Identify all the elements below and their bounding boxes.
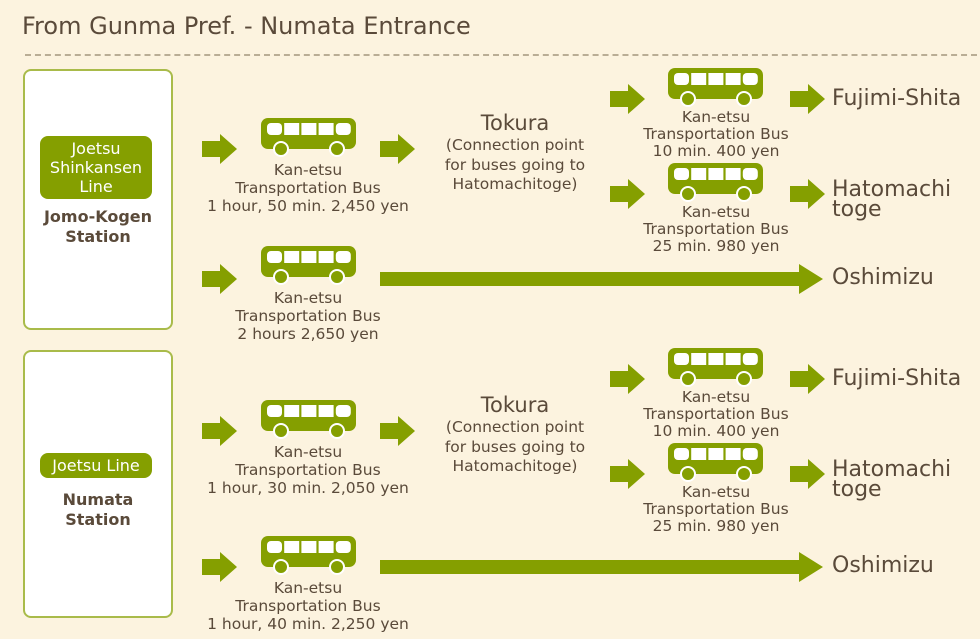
bus-operator: Kan-etsu (273, 443, 343, 461)
arrow-right-icon (610, 459, 646, 489)
bus-operator: Kan-etsu (681, 108, 751, 126)
destination-line: toge (832, 477, 882, 502)
tokura-note: (Connection point (445, 136, 585, 154)
arrow-right-icon (610, 179, 646, 209)
time-fare: 1 hour, 40 min. 2,250 yen (207, 615, 409, 633)
destination: Fujimi-Shita (832, 86, 962, 111)
station-name-line: Jomo-Kogen (43, 207, 153, 226)
tokura-name: Tokura (480, 393, 550, 417)
arrow-right-icon (790, 179, 826, 209)
time-fare: 1 hour, 50 min. 2,450 yen (207, 197, 409, 215)
line-name: Joetsu (71, 139, 121, 158)
arrow-right-icon (790, 84, 826, 114)
arrow-right-icon (380, 416, 416, 446)
bus-type: Transportation Bus (235, 461, 381, 479)
destination-line: toge (832, 197, 882, 222)
time-fare: 25 min. 980 yen (652, 517, 780, 535)
bus-icon (260, 400, 358, 440)
bus-icon (260, 536, 358, 576)
page-title: From Gunma Pref. - Numata Entrance (22, 12, 471, 40)
divider (25, 54, 977, 56)
bus-icon (667, 68, 765, 108)
line-badge: Joetsu Line (40, 453, 152, 478)
station-box (23, 350, 173, 618)
arrow-right-icon (790, 364, 826, 394)
bus-type: Transportation Bus (235, 307, 381, 325)
arrow-right-icon (610, 84, 646, 114)
arrow-right-icon (790, 459, 826, 489)
time-fare: 10 min. 400 yen (652, 142, 780, 160)
arrow-right-icon (380, 134, 416, 164)
arrow-right-icon (610, 364, 646, 394)
destination-oshimizu: Oshimizu (832, 265, 934, 290)
bus-icon (260, 246, 358, 286)
destination: Fujimi-Shita (832, 366, 962, 391)
tokura-note: Hatomachitoge) (452, 175, 578, 193)
station-name-line: Numata (62, 490, 134, 509)
bus-operator: Kan-etsu (681, 483, 751, 501)
bus-type: Transportation Bus (235, 597, 381, 615)
line-name: Line (79, 177, 113, 196)
bus-type: Transportation Bus (643, 220, 789, 238)
tokura-name: Tokura (480, 111, 550, 135)
long-arrow-icon (380, 264, 823, 294)
bus-icon (667, 443, 765, 483)
bus-type: Transportation Bus (235, 179, 381, 197)
station-name-line: Station (65, 510, 131, 529)
tokura-note: for buses going to (444, 437, 586, 456)
time-fare: 25 min. 980 yen (652, 237, 780, 255)
time-fare: 2 hours 2,650 yen (237, 325, 379, 343)
station-name-line: Station (65, 227, 131, 246)
arrow-right-icon (202, 264, 238, 294)
destination-line: Oshimizu (832, 553, 934, 578)
bus-icon (667, 163, 765, 203)
destination-line: Oshimizu (832, 265, 934, 290)
tokura-note: (Connection point (445, 418, 585, 436)
tokura-note: Hatomachitoge) (452, 457, 578, 475)
destination-line: Fujimi-Shita (832, 366, 962, 391)
long-arrow-icon (380, 552, 823, 582)
line-name: Joetsu Line (52, 456, 140, 475)
destination-line: Fujimi-Shita (832, 86, 962, 111)
time-fare: 1 hour, 30 min. 2,050 yen (207, 479, 409, 497)
arrow-right-icon (202, 134, 238, 164)
bus-operator: Kan-etsu (273, 289, 343, 307)
bus-icon (667, 348, 765, 388)
arrow-right-icon (202, 416, 238, 446)
time-fare: 10 min. 400 yen (652, 422, 780, 440)
bus-operator: Kan-etsu (681, 388, 751, 406)
arrow-right-icon (202, 552, 238, 582)
bus-icon (260, 118, 358, 158)
bus-operator: Kan-etsu (273, 161, 343, 179)
bus-type: Transportation Bus (643, 500, 789, 518)
destination-line: Hatomachi (832, 457, 952, 482)
tokura-note: for buses going to (444, 155, 586, 174)
bus-type: Transportation Bus (643, 125, 789, 143)
bus-operator: Kan-etsu (273, 579, 343, 597)
bus-type: Transportation Bus (643, 405, 789, 423)
station-box (23, 69, 173, 330)
line-name: Shinkansen (49, 158, 143, 177)
destination-oshimizu: Oshimizu (832, 553, 934, 578)
destination-line: Hatomachi (832, 177, 952, 202)
bus-operator: Kan-etsu (681, 203, 751, 221)
